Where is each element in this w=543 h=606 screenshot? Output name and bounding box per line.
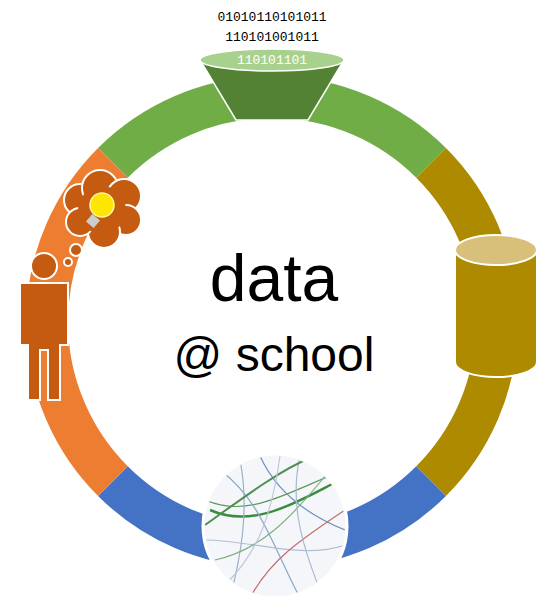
lightbulb [86,193,114,228]
funnel-node: 110101101 [199,48,345,122]
database-cylinder [455,235,537,377]
center-title: data [210,242,338,315]
funnel-text: 110101101 [237,53,307,68]
thought-bubble [64,170,141,266]
network-visual [203,454,347,598]
binary-text: 01010110101011 [217,11,326,25]
center-subtitle: @ school [174,329,375,382]
binary-text: 110101001011 [225,31,319,45]
person-figure [20,253,68,400]
